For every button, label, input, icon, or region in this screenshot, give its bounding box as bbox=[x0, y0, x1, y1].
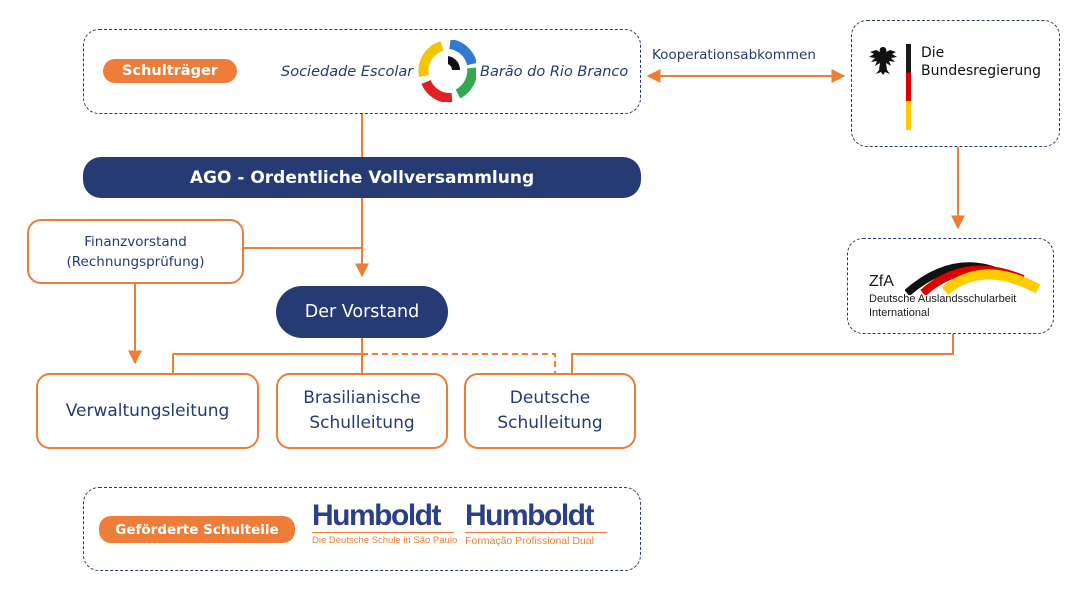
brasil-line1: Brasilianische bbox=[303, 388, 421, 408]
german-flag-bar bbox=[906, 44, 911, 130]
federal-eagle-icon bbox=[869, 47, 897, 75]
school-name-left: Sociedade Escolar bbox=[281, 64, 414, 80]
line-zfa-to-deutsche bbox=[571, 334, 954, 373]
school-name-right: Barão do Rio Branco bbox=[480, 64, 629, 80]
zfa-abbr: ZfA bbox=[869, 273, 894, 290]
finanzvorstand-box: Finanzvorstand (Rechnungsprüfung) bbox=[27, 219, 244, 284]
humboldt1-name: Humboldt bbox=[312, 499, 441, 532]
humboldt1-sub: Die Deutsche Schule in São Paulo bbox=[312, 532, 457, 546]
line-dashed-to-deutsche bbox=[362, 353, 556, 373]
deutsche-schulleitung-box: Deutsche Schulleitung bbox=[464, 373, 636, 449]
ago-assembly: AGO - Ordentliche Vollversammlung bbox=[83, 157, 641, 198]
vorstand-node: Der Vorstand bbox=[276, 286, 448, 338]
government-line2: Bundesregierung bbox=[921, 63, 1041, 79]
deutsche-line2: Schulleitung bbox=[497, 413, 603, 433]
humboldt-logo-1: Humboldt Die Deutsche Schule in São Paul… bbox=[312, 499, 457, 546]
brasil-line2: Schulleitung bbox=[309, 413, 415, 433]
schultraeger-label: Schulträger bbox=[103, 59, 237, 83]
zfa-line2: International bbox=[869, 307, 930, 319]
bundesregierung-box bbox=[851, 20, 1060, 147]
finanz-line1: Finanzvorstand bbox=[84, 233, 187, 250]
humboldt-logo-2: Humboldt Formação Profissional Dual bbox=[465, 500, 607, 547]
finanz-line2: (Rechnungsprüfung) bbox=[66, 253, 205, 270]
zfa-line1: Deutsche Auslandsschularbeit bbox=[869, 293, 1017, 305]
zfa-arc-logo bbox=[905, 262, 1040, 295]
brasilianische-schulleitung-box: Brasilianische Schulleitung bbox=[276, 373, 448, 449]
sponsored-label: Geförderte Schulteile bbox=[99, 516, 295, 543]
government-line1: Die bbox=[921, 45, 945, 61]
humboldt2-name: Humboldt bbox=[465, 499, 594, 532]
kooperation-label: Kooperationsabkommen bbox=[652, 47, 816, 63]
humboldt2-sub: Formação Profissional Dual bbox=[465, 532, 607, 547]
school-logo bbox=[418, 40, 476, 102]
verwaltungsleitung-box: Verwaltungsleitung bbox=[36, 373, 259, 449]
deutsche-line1: Deutsche bbox=[509, 388, 591, 408]
